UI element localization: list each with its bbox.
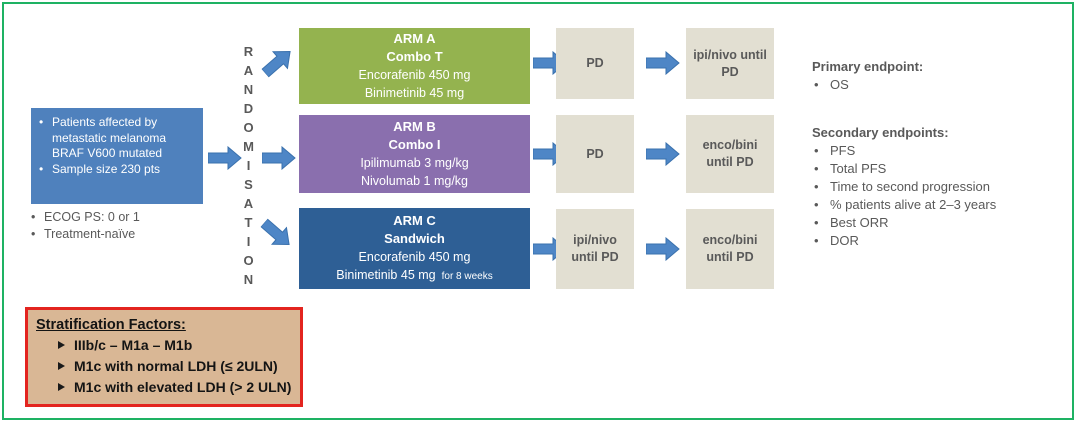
stage-box-arm-a-crossover: ipi/nivo until PD bbox=[686, 28, 774, 99]
arm-subtitle: Combo I bbox=[388, 137, 441, 152]
arm-b-box: ARM B Combo I Ipilimumab 3 mg/kg Nivolum… bbox=[299, 115, 530, 193]
stratification-title: Stratification Factors: bbox=[36, 317, 186, 333]
arm-title: ARM A bbox=[393, 31, 436, 46]
endpoint-item-text: % patients alive at 2–3 years bbox=[830, 197, 997, 212]
stratification-item: M1c with normal LDH (≤ 2ULN) bbox=[58, 356, 292, 377]
stage-box-arm-a-pd: PD bbox=[556, 28, 634, 99]
primary-endpoint-title: Primary endpoint: bbox=[812, 59, 924, 74]
arm-dose-line: Binimetinib 45 mg for 8 weeks bbox=[299, 266, 530, 286]
bullet-icon bbox=[812, 232, 830, 250]
eligibility-notes: ECOG PS: 0 or 1 Treatment-naïve bbox=[31, 209, 221, 242]
endpoint-item-text: PFS bbox=[830, 143, 856, 158]
eligibility-note-text: Treatment-naïve bbox=[44, 226, 136, 241]
patient-criterion: Patients affected by metastatic melanoma… bbox=[39, 115, 177, 162]
arm-dose-line: Encorafenib 450 mg bbox=[358, 68, 471, 82]
stratification-item: M1c with elevated LDH (> 2 ULN) bbox=[58, 377, 292, 398]
bullet-icon bbox=[39, 162, 52, 178]
endpoint-item-text: Time to second progression bbox=[830, 179, 990, 194]
patient-criterion-text: Patients affected by metastatic melanoma… bbox=[52, 115, 167, 160]
bullet-icon bbox=[812, 178, 830, 196]
bullet-icon bbox=[812, 76, 830, 94]
arm-c-box: ARM C Sandwich Encorafenib 450 mg Binime… bbox=[299, 208, 530, 289]
arrow-right-icon bbox=[646, 142, 680, 166]
arm-title: ARM B bbox=[393, 119, 436, 134]
arm-dose-line: Nivolumab 1 mg/kg bbox=[299, 172, 530, 190]
endpoint-item-text: OS bbox=[830, 77, 849, 92]
arrow-down-right-icon bbox=[256, 214, 297, 254]
arrow-right-icon bbox=[646, 237, 680, 261]
endpoint-item: % patients alive at 2–3 years bbox=[812, 196, 1062, 214]
arrow-right-icon bbox=[262, 146, 296, 170]
arrowhead-bullet-icon bbox=[58, 362, 65, 370]
stage-box-arm-b-crossover: enco/bini until PD bbox=[686, 115, 774, 193]
arrow-right-icon bbox=[208, 146, 242, 170]
bullet-icon bbox=[812, 142, 830, 160]
patient-criteria-box: Patients affected by metastatic melanoma… bbox=[31, 108, 203, 204]
patient-criterion-text: Sample size 230 pts bbox=[52, 161, 161, 176]
stratification-item: IIIb/c – M1a – M1b bbox=[58, 335, 292, 356]
bullet-icon bbox=[812, 214, 830, 232]
arm-dose-text: Nivolumab 1 mg/kg bbox=[361, 174, 468, 188]
endpoint-item: PFS bbox=[812, 142, 1062, 160]
endpoint-item: OS bbox=[812, 76, 1062, 94]
endpoint-item: Best ORR bbox=[812, 214, 1062, 232]
bullet-icon bbox=[812, 160, 830, 178]
arm-subtitle: Sandwich bbox=[384, 230, 445, 246]
arrow-up-right-icon bbox=[257, 42, 298, 82]
eligibility-note: Treatment-naïve bbox=[31, 226, 221, 243]
bullet-icon bbox=[812, 196, 830, 214]
arm-dose-text: Binimetinib 45 mg bbox=[364, 86, 465, 100]
arm-title: ARM C bbox=[393, 212, 436, 228]
endpoint-item: DOR bbox=[812, 232, 1062, 250]
bullet-icon bbox=[31, 209, 44, 226]
stratification-box: Stratification Factors: IIIb/c – M1a – M… bbox=[25, 307, 303, 407]
stratification-item-text: IIIb/c – M1a – M1b bbox=[74, 337, 193, 353]
bullet-icon bbox=[39, 115, 52, 162]
stage-box-arm-c-crossover: enco/bini until PD bbox=[686, 209, 774, 289]
stage-box-arm-c-ipi-nivo: ipi/nivo until PD bbox=[556, 209, 634, 289]
secondary-endpoints-title: Secondary endpoints: bbox=[812, 125, 949, 140]
stratification-item-text: M1c with elevated LDH (> 2 ULN) bbox=[74, 379, 292, 395]
arm-dose-line: Encorafenib 450 mg bbox=[358, 249, 471, 264]
arm-dose-line: Ipilimumab 3 mg/kg bbox=[360, 156, 469, 170]
arrowhead-bullet-icon bbox=[58, 383, 65, 391]
arm-subtitle: Combo T bbox=[386, 49, 443, 64]
arm-dose-text: Binimetinib 45 mg bbox=[336, 267, 436, 282]
endpoint-item-text: Total PFS bbox=[830, 161, 887, 176]
eligibility-note-text: ECOG PS: 0 or 1 bbox=[44, 210, 140, 224]
arrow-right-icon bbox=[646, 51, 680, 75]
endpoint-item: Time to second progression bbox=[812, 178, 1062, 196]
arm-dose-line: Binimetinib 45 mg bbox=[299, 84, 530, 102]
eligibility-note: ECOG PS: 0 or 1 bbox=[31, 209, 221, 226]
arrowhead-bullet-icon bbox=[58, 341, 65, 349]
endpoint-item-text: DOR bbox=[830, 233, 859, 248]
endpoint-item: Total PFS bbox=[812, 160, 1062, 178]
arm-dose-note: for 8 weeks bbox=[441, 270, 493, 282]
endpoint-item-text: Best ORR bbox=[830, 215, 889, 230]
stage-box-arm-b-pd: PD bbox=[556, 115, 634, 193]
patient-criterion: Sample size 230 pts bbox=[39, 162, 177, 178]
arm-a-box: ARM A Combo T Encorafenib 450 mg Binimet… bbox=[299, 28, 530, 104]
endpoints-panel: Primary endpoint: OS Secondary endpoints… bbox=[812, 58, 1062, 250]
randomisation-label: RANDOMISATION bbox=[241, 44, 256, 291]
stratification-item-text: M1c with normal LDH (≤ 2ULN) bbox=[74, 358, 278, 374]
bullet-icon bbox=[31, 226, 44, 243]
